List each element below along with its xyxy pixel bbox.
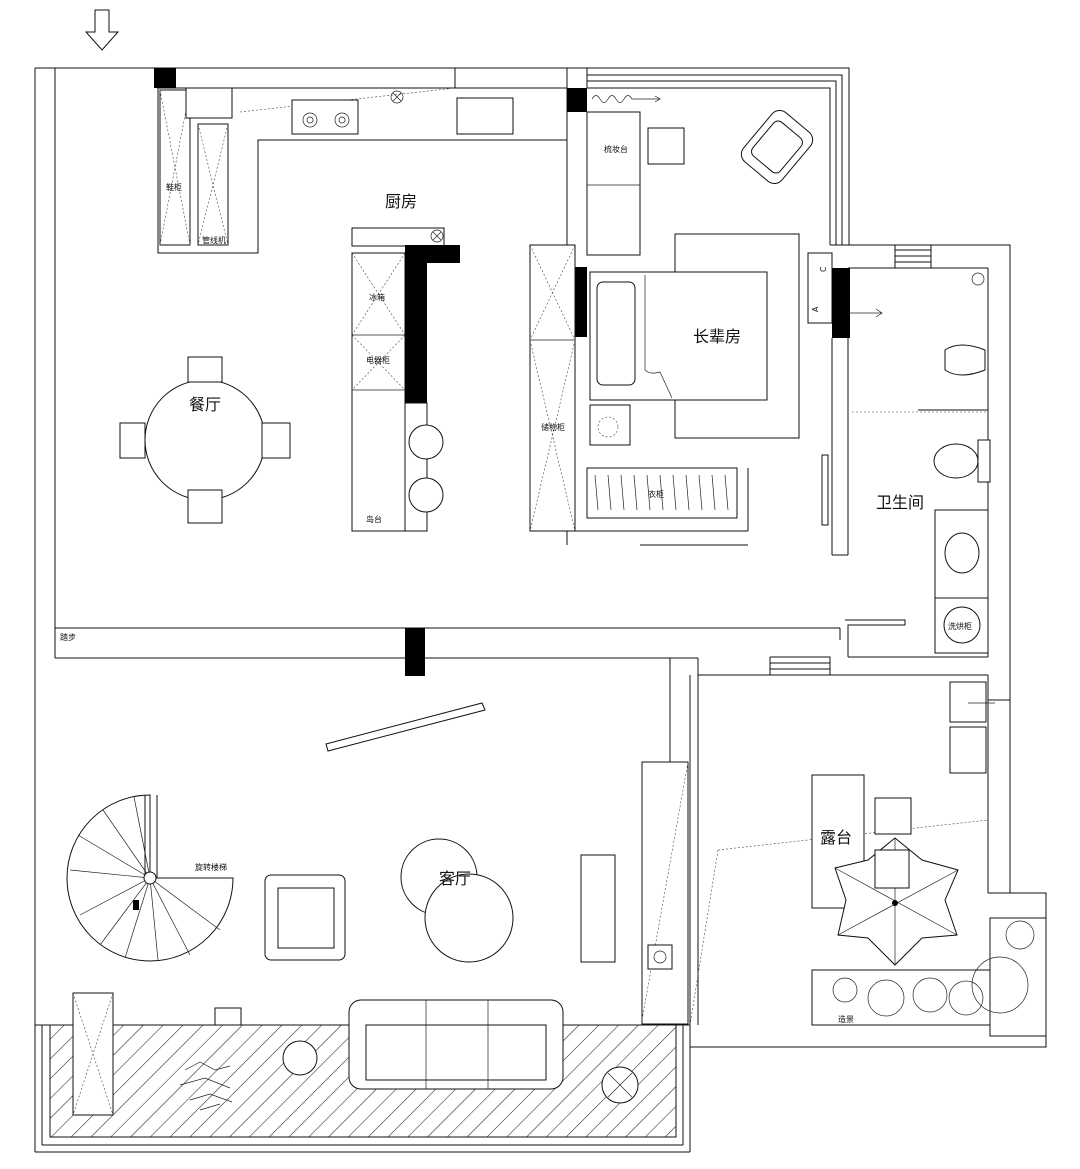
- appliance-cabinet-label: 电器柜: [366, 355, 390, 365]
- range-hood-icon: [390, 90, 404, 104]
- shoe-cabinet-label: 鞋柜: [166, 182, 182, 192]
- bathroom-label: 卫生间: [876, 493, 924, 512]
- sofa-icon: [348, 999, 564, 1090]
- dresser-label: 梳妆台: [604, 144, 628, 154]
- stove-icon: [291, 99, 359, 135]
- tv-cabinet-icon: [580, 854, 616, 963]
- living-area: 旋转楼梯 客厅: [49, 702, 689, 1138]
- fridge-label: 冰箱: [369, 292, 385, 302]
- coffee-table-icon: [424, 873, 514, 963]
- spiral-stair-icon: [66, 794, 234, 962]
- rug-pattern-icon: [179, 1061, 233, 1111]
- umbrella-icon: [834, 837, 959, 966]
- step-label: 踏步: [60, 632, 76, 642]
- urinal-icon: [944, 344, 986, 376]
- spiral-stair-label: 旋转楼梯: [195, 862, 227, 872]
- dining-label: 餐厅: [189, 395, 221, 414]
- pipe-unit-label: 管线机: [202, 235, 226, 245]
- island-label: 岛台: [366, 514, 382, 524]
- elder-room-label: 长辈房: [693, 327, 741, 346]
- wall-c-label: C: [819, 266, 828, 272]
- wardrobe-label: 衣柜: [648, 489, 664, 499]
- terrace-label: 露台: [820, 828, 852, 847]
- step-strip: 踏步: [55, 627, 841, 1025]
- bar-stool-icon: [408, 424, 444, 460]
- armchair-icon: [740, 110, 814, 184]
- tv-panel-icon: [325, 702, 486, 752]
- landscape-label: 造景: [838, 1014, 854, 1024]
- toilet-icon: [933, 439, 991, 483]
- kitchen-label: 厨房: [385, 192, 417, 211]
- partitions: [640, 468, 749, 546]
- kitchen-area: 鞋柜 管线机 厨房 冰箱 电器柜 岛台: [154, 68, 567, 532]
- side-table-icon: [282, 1040, 318, 1076]
- bathroom-area: A C 卫生间 洗烘柜: [807, 252, 991, 657]
- washbasin-icon: [944, 532, 980, 574]
- kitchen-sink-icon: [456, 97, 514, 135]
- wall-column: [405, 628, 425, 676]
- living-label: 客厅: [439, 869, 471, 888]
- washer-dryer-icon: [943, 606, 981, 644]
- dining-area: 餐厅: [119, 356, 291, 524]
- wall-a-label: A: [811, 306, 820, 312]
- entry-arrow-icon: [84, 9, 120, 51]
- elder-room-area: 梳妆台 长辈房 储物柜 衣柜: [529, 68, 814, 545]
- storage-cabinet-label: 储物柜: [541, 422, 565, 432]
- terrace-area: 露台 造景: [689, 681, 1047, 1037]
- washer-dryer-label: 洗烘柜: [948, 621, 972, 631]
- bar-stool-icon: [408, 477, 444, 513]
